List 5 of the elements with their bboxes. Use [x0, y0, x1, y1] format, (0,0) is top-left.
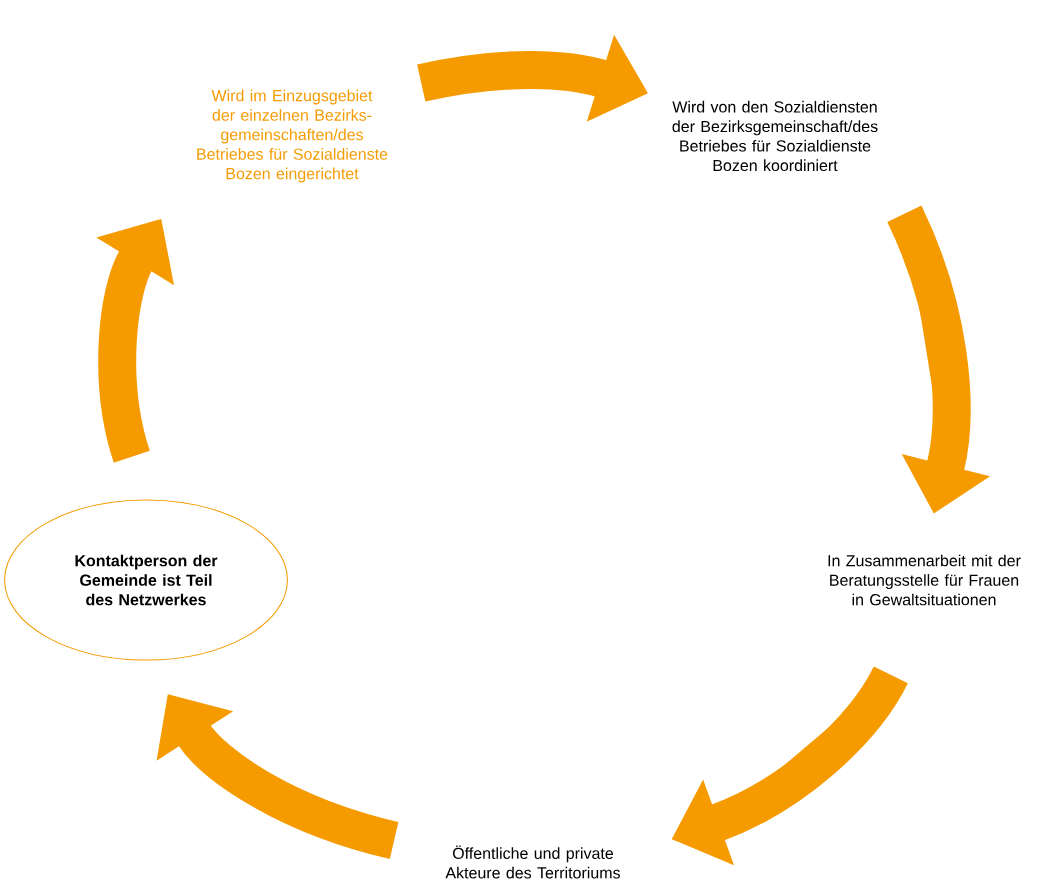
- step-text: Wird von den Sozialdiensten der Bezirksgemeinschaft/des Betriebes für Sozialdienste Bozen koordiniert: [672, 100, 878, 172]
- oval-node: Kontaktperson der Gemeinde ist Teil des Netzwerkes: [4, 499, 288, 661]
- step-text: Wird im Einzugsgebiet der einzelnen Bezirks-gemeinschaften/des Betriebes für Sozialdienste Bozen eingerichtet: [197, 89, 388, 183]
- step-text: In Zusammenarbeit mit der Beratungsstelle für Frauen in Gewaltsituationen: [828, 554, 1021, 606]
- step-text: Öffentliche und private Akteure des Territoriums: [445, 845, 620, 879]
